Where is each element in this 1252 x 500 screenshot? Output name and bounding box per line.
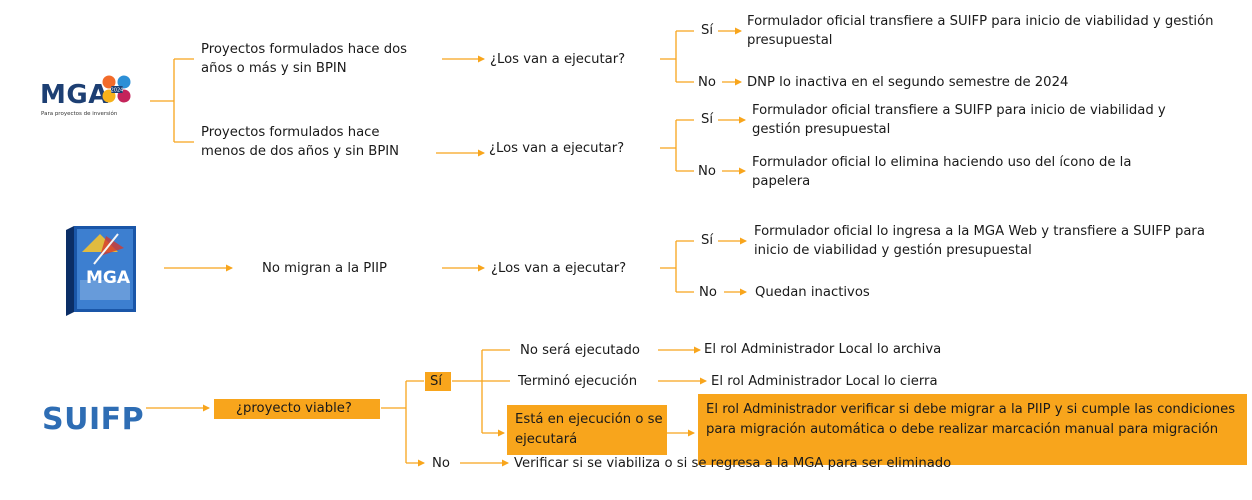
opt1-label: No será ejecutado bbox=[520, 343, 640, 358]
b2-split-connector bbox=[660, 119, 694, 172]
b2-yes-text: Formulador oficial transfiere a SUIFP pa… bbox=[752, 103, 1166, 137]
desktop-split-connector bbox=[660, 240, 694, 293]
opt3-result-box: El rol Administrador verificar si debe m… bbox=[698, 394, 1247, 465]
opt3-result: El rol Administrador verificar si debe m… bbox=[706, 402, 1236, 437]
suifp-question-box: ¿proyecto viable? bbox=[214, 399, 380, 419]
mga-logo: MGA 2024 Para proyectos de inversión bbox=[40, 74, 156, 122]
desktop-yes-label: Sí bbox=[701, 233, 714, 248]
opt2-label: Terminó ejecución bbox=[518, 374, 638, 389]
desktop-label: No migran a la PIIP bbox=[262, 261, 387, 276]
b2-no-text: Formulador oficial lo elimina haciendo u… bbox=[752, 155, 1132, 189]
mga-logo-text: MGA bbox=[40, 80, 109, 110]
b2-yes-label: Sí bbox=[701, 112, 714, 127]
suifp-question-text: ¿proyecto viable? bbox=[236, 401, 352, 416]
b2-question: ¿Los van a ejecutar? bbox=[489, 141, 625, 156]
suifp-logo-text: SUIFP bbox=[42, 402, 145, 437]
opt3-box: Está en ejecución o se ejecutará bbox=[507, 405, 667, 455]
mga-logo-mark-icon: 2024 bbox=[102, 75, 131, 103]
mga-logo-subtitle: Para proyectos de inversión bbox=[41, 111, 118, 117]
opt2-result: El rol Administrador Local lo cierra bbox=[711, 374, 938, 389]
desktop-question: ¿Los van a ejecutar? bbox=[491, 261, 627, 276]
mga-desktop-box-icon: MGA bbox=[60, 226, 142, 316]
mga-split-connector bbox=[150, 58, 194, 143]
b2-label: Proyectos formulados hace menos de dos a… bbox=[201, 125, 400, 159]
si-label: Sí bbox=[430, 374, 443, 389]
suifp-no-label: No bbox=[432, 456, 450, 471]
si-split-connector bbox=[452, 349, 510, 433]
mga-logo-badge: 2024 bbox=[111, 88, 124, 94]
si-box: Sí bbox=[425, 372, 451, 391]
suifp-question-connector bbox=[381, 380, 424, 463]
b1-yes-text: Formulador oficial transfiere a SUIFP pa… bbox=[747, 14, 1214, 48]
b1-yes-label: Sí bbox=[701, 23, 714, 38]
b1-no-label: No bbox=[698, 75, 716, 90]
desktop-no-label: No bbox=[699, 285, 717, 300]
desktop-no-text: Quedan inactivos bbox=[755, 285, 870, 300]
opt3-label: Está en ejecución o se ejecutará bbox=[515, 412, 663, 447]
b1-label: Proyectos formulados hace dos años o más… bbox=[201, 42, 408, 76]
desktop-yes-text: Formulador oficial lo ingresa a la MGA W… bbox=[754, 224, 1205, 258]
b1-split-connector bbox=[660, 30, 694, 83]
b2-no-label: No bbox=[698, 164, 716, 179]
opt1-result: El rol Administrador Local lo archiva bbox=[704, 342, 942, 357]
suifp-no-result: Verificar si se viabiliza o si se regres… bbox=[514, 456, 952, 471]
b1-question: ¿Los van a ejecutar? bbox=[490, 52, 626, 67]
b1-no-text: DNP lo inactiva en el segundo semestre d… bbox=[747, 75, 1069, 90]
mga-desktop-box-title: MGA bbox=[86, 268, 131, 288]
